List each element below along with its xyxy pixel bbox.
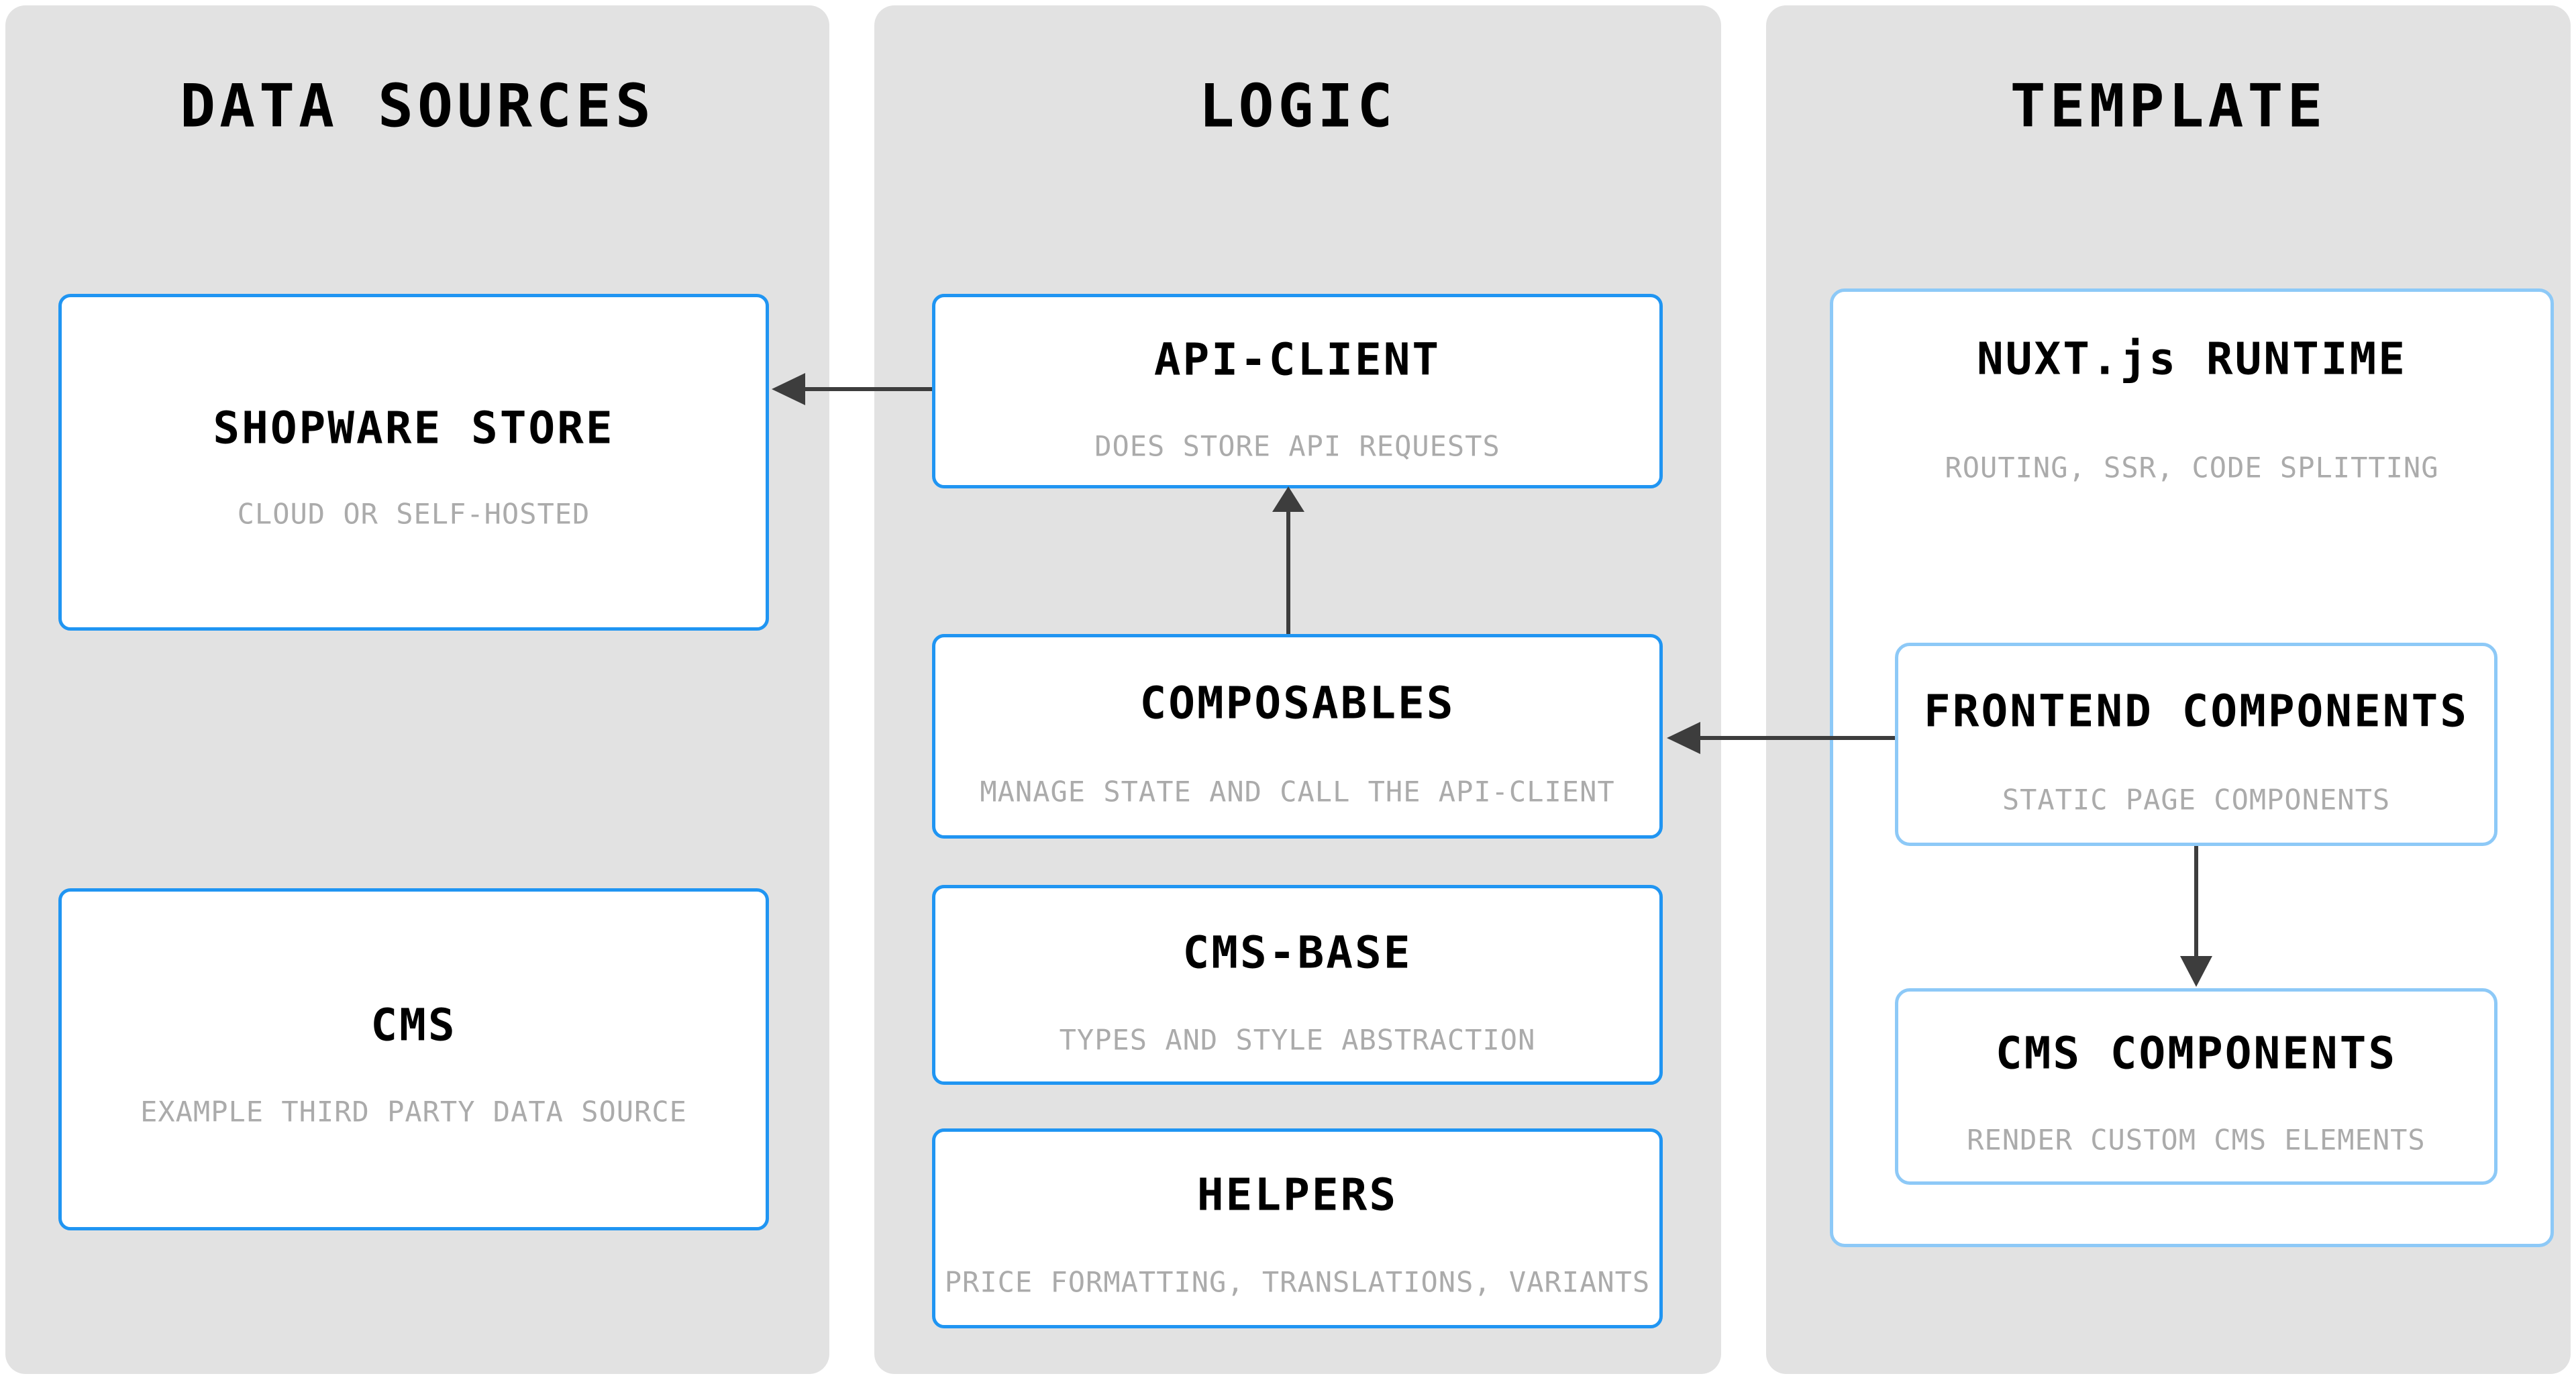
node-api-client-subtitle: DOES STORE API REQUESTS <box>1094 429 1500 463</box>
column-header-template: TEMPLATE <box>2010 71 2327 141</box>
node-cms-components: CMS COMPONENTS RENDER CUSTOM CMS ELEMENT… <box>1895 988 2497 1185</box>
node-composables: COMPOSABLES MANAGE STATE AND CALL THE AP… <box>932 634 1663 839</box>
node-cms-base-subtitle: TYPES AND STYLE ABSTRACTION <box>1059 1023 1536 1057</box>
node-cms-title: CMS <box>370 999 457 1051</box>
node-shopware-store-title: SHOPWARE STORE <box>213 402 615 454</box>
node-helpers-subtitle: PRICE FORMATTING, TRANSLATIONS, VARIANTS <box>944 1265 1651 1299</box>
node-helpers-title: HELPERS <box>1196 1169 1398 1221</box>
node-cms-base-title: CMS-BASE <box>1182 926 1412 979</box>
node-api-client: API-CLIENT DOES STORE API REQUESTS <box>932 294 1663 488</box>
node-cms-base: CMS-BASE TYPES AND STYLE ABSTRACTION <box>932 885 1663 1085</box>
node-nuxt-runtime-title: NUXT.js RUNTIME <box>1976 333 2408 385</box>
column-header-data-sources: DATA SOURCES <box>180 71 655 141</box>
node-composables-title: COMPOSABLES <box>1139 677 1455 729</box>
node-nuxt-runtime-subtitle: ROUTING, SSR, CODE SPLITTING <box>1945 451 2439 484</box>
node-api-client-title: API-CLIENT <box>1153 333 1441 386</box>
node-cms-components-subtitle: RENDER CUSTOM CMS ELEMENTS <box>1967 1123 2426 1157</box>
node-cms: CMS EXAMPLE THIRD PARTY DATA SOURCE <box>58 888 769 1230</box>
node-shopware-store-subtitle: CLOUD OR SELF-HOSTED <box>237 497 590 531</box>
node-composables-subtitle: MANAGE STATE AND CALL THE API-CLIENT <box>980 775 1615 808</box>
node-cms-subtitle: EXAMPLE THIRD PARTY DATA SOURCE <box>140 1095 687 1128</box>
node-shopware-store: SHOPWARE STORE CLOUD OR SELF-HOSTED <box>58 294 769 631</box>
node-frontend-components: FRONTEND COMPONENTS STATIC PAGE COMPONEN… <box>1895 643 2497 846</box>
column-header-logic: LOGIC <box>1198 71 1397 141</box>
node-cms-components-title: CMS COMPONENTS <box>1995 1027 2398 1079</box>
node-frontend-components-subtitle: STATIC PAGE COMPONENTS <box>2002 783 2391 816</box>
node-frontend-components-title: FRONTEND COMPONENTS <box>1924 685 2469 737</box>
node-helpers: HELPERS PRICE FORMATTING, TRANSLATIONS, … <box>932 1128 1663 1328</box>
